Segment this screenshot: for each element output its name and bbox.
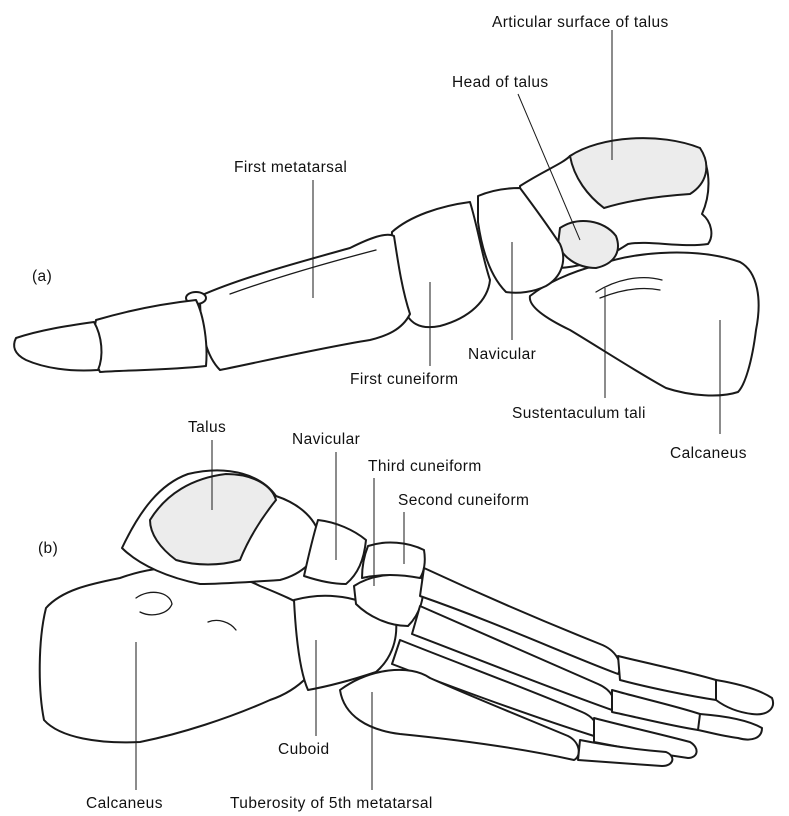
proximal-phalanx-a (93, 300, 206, 372)
calcaneus-bone-a (530, 253, 759, 396)
label-head-of-talus: Head of talus (452, 74, 549, 91)
label-third-cuneiform: Third cuneiform (368, 458, 482, 475)
phalanx-row-1 (618, 656, 725, 700)
panel-a-medial-view (14, 138, 758, 395)
panel-a-tag: (a) (32, 268, 52, 285)
label-tuberosity-5th-metatarsal: Tuberosity of 5th metatarsal (230, 795, 433, 812)
label-second-cuneiform: Second cuneiform (398, 492, 529, 509)
label-cuboid: Cuboid (278, 741, 330, 758)
label-first-metatarsal: First metatarsal (234, 159, 347, 176)
label-calcaneus-b: Calcaneus (86, 795, 163, 812)
panel-b-lateral-view (40, 470, 773, 766)
label-navicular-a: Navicular (468, 346, 536, 363)
label-articular-surface-of-talus: Articular surface of talus (492, 14, 669, 31)
label-calcaneus-a: Calcaneus (670, 445, 747, 462)
label-navicular-b: Navicular (292, 431, 360, 448)
label-sustentaculum-tali: Sustentaculum tali (512, 405, 646, 422)
calcaneus-bone-b (40, 567, 330, 742)
label-talus: Talus (188, 419, 226, 436)
label-first-cuneiform: First cuneiform (350, 371, 459, 388)
panel-b-tag: (b) (38, 540, 58, 557)
first-metatarsal-bone-a (200, 235, 410, 370)
distal-phalanx-a (14, 322, 101, 371)
second-cuneiform-bone-b (362, 543, 425, 578)
